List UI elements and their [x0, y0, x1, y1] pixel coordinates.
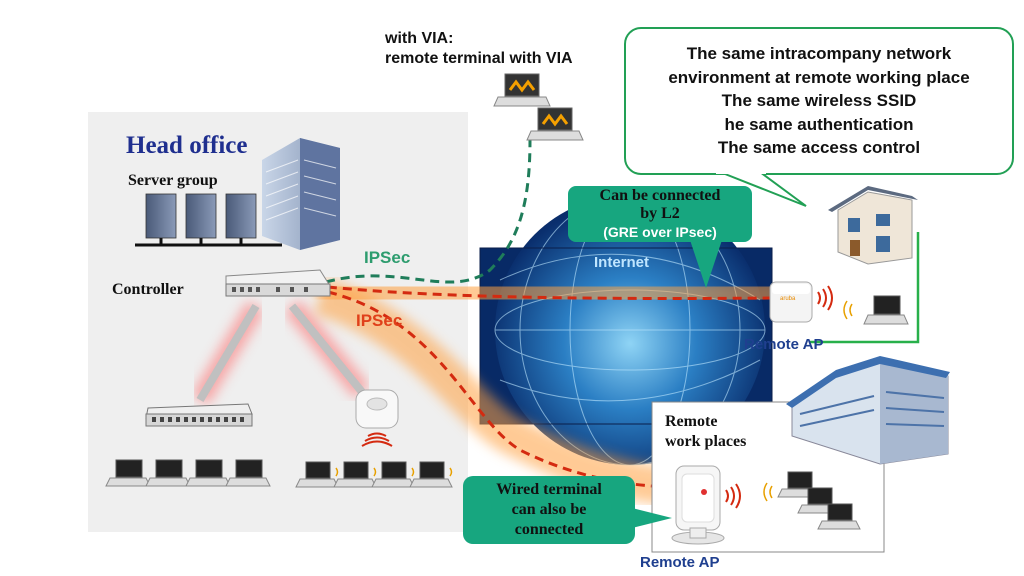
workplace-ap-ipsec-tunnel — [327, 290, 669, 489]
head-office-title: Head office — [126, 132, 248, 159]
laptop-icon — [295, 461, 339, 488]
callout-wired-line3: connected — [514, 521, 584, 538]
laptop-icon — [409, 461, 453, 488]
callout-top-line4: he same authentication — [724, 114, 914, 134]
workplace-remote-ap-icon — [671, 465, 741, 545]
callout-wired-shape — [463, 476, 672, 544]
laptop-icon — [371, 461, 415, 488]
callout-wired-line2: can also be — [511, 501, 587, 518]
via-line1: with VIA: — [385, 30, 454, 47]
controller-links — [191, 299, 370, 406]
remote-work-line2: work places — [665, 433, 747, 450]
ipsec-via-label: IPSec — [364, 248, 411, 267]
callout-top-line1: The same intracompany network — [686, 44, 952, 63]
remote-work-label: Remote work places — [665, 412, 746, 452]
office-building-icon — [786, 356, 950, 465]
remote-ap-home-label: Remote AP — [744, 336, 824, 353]
callout-top-line2: environment at remote working place — [668, 67, 970, 87]
house-icon — [828, 186, 918, 265]
callout-top-line5: The same access control — [717, 138, 921, 157]
callout-top-text: The same intracompany network environmen… — [630, 42, 1008, 160]
callout-l2-text: Can be connected by L2 (GRE over IPsec) — [568, 187, 752, 241]
remote-work-line1: Remote — [665, 413, 718, 430]
home-network-line — [810, 232, 920, 344]
callout-l2-shape — [568, 186, 752, 288]
callout-l2-line3: (GRE over IPsec) — [603, 224, 717, 240]
server-group-icon — [135, 193, 282, 247]
callout-wired-text: Wired terminal can also be connected — [463, 480, 635, 540]
remote-ap-work-label: Remote AP — [640, 554, 720, 571]
laptop-icon — [526, 107, 584, 141]
wired-laptops — [105, 459, 271, 487]
laptop-icon — [817, 503, 861, 530]
callout-wired-line1: Wired terminal — [496, 481, 602, 498]
home-ap-ipsec-tunnel — [327, 285, 773, 301]
controller-label: Controller — [112, 281, 184, 298]
workplace-laptops — [763, 471, 861, 530]
via-line2: remote terminal with VIA — [385, 50, 573, 67]
server-group-label: Server group — [128, 172, 218, 189]
home-laptop-icon — [843, 295, 909, 325]
callout-top-shape — [624, 27, 1014, 207]
callout-l2-line2: by L2 — [640, 205, 680, 222]
wireless-laptops — [295, 461, 453, 488]
laptop-icon — [493, 73, 551, 107]
via-ipsec-tunnel — [325, 139, 532, 284]
internet-label: Internet — [594, 254, 650, 271]
ipsec-ap-label: IPSec — [356, 311, 403, 330]
head-office-ap-icon — [355, 389, 399, 447]
controller-icon — [225, 269, 331, 297]
laptop-icon — [225, 459, 271, 487]
switch-icon — [145, 403, 253, 427]
callout-top-line3: The same wireless SSID — [721, 91, 917, 110]
via-laptops — [493, 73, 584, 141]
callout-l2-line1: Can be connected — [599, 187, 721, 204]
svg-text:aruba: aruba — [780, 296, 796, 302]
home-remote-ap-icon: aruba — [769, 281, 833, 323]
head-office-building-icon — [262, 138, 340, 250]
